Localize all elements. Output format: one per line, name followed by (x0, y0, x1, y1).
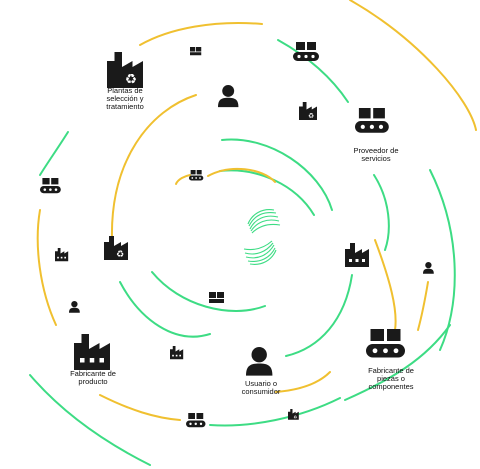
arc-outer-green-bottomleft (29, 374, 151, 466)
conveyor-icon (40, 178, 61, 194)
arc-inner-green-top (219, 169, 315, 216)
factory-icon (345, 243, 369, 267)
arc-outer-green-bottom (209, 397, 341, 427)
arc-outer-yellow-right2 (417, 281, 429, 331)
svg-text:♻: ♻ (293, 414, 297, 419)
recycling-factory-icon: ♻ (299, 102, 317, 120)
person-icon (69, 301, 80, 313)
person-icon (218, 85, 239, 108)
arc-outer-green-left (39, 131, 69, 176)
arc-outer-yellow-left (36, 209, 57, 326)
arc-outer-green-top (277, 39, 349, 103)
conveyor-icon (186, 413, 206, 428)
box-icon (190, 47, 202, 56)
recycling-factory-icon: ♻ (288, 409, 299, 420)
circular-logo-icon (243, 209, 281, 265)
person-icon (246, 347, 273, 376)
cycle-arcs (29, 0, 477, 466)
arc-inner-green-bottom (151, 271, 266, 312)
factory-icon (55, 248, 69, 262)
recycling-factory-icon: ♻ (104, 236, 128, 260)
svg-text:♻: ♻ (125, 72, 137, 88)
box-icon (209, 292, 224, 303)
arc-inner-yellow-left (175, 174, 191, 185)
conveyor-icon (355, 108, 389, 133)
factory-icon (74, 334, 110, 370)
svg-text:♻: ♻ (116, 250, 124, 260)
arc-mid-green-right (285, 274, 353, 357)
arc-outer-green-bottomright (344, 324, 451, 401)
arc-outer-green-far-right (429, 169, 456, 351)
conveyor-icon (366, 329, 405, 358)
svg-text:♻: ♻ (308, 112, 314, 120)
person-icon (423, 262, 434, 274)
arc-outer-yellow-far-right (349, 0, 477, 131)
arc-mid-green-left (119, 281, 211, 338)
conveyor-icon (189, 170, 204, 181)
arc-mid-green-top (221, 138, 333, 211)
arc-mid-yellow-right (373, 174, 390, 251)
arc-outer-yellow-bottomleft (99, 394, 181, 421)
label-usuario: Usuario o consumidor (241, 379, 281, 396)
factory-icon (170, 346, 184, 360)
arc-mid-yellow-bottom (275, 371, 331, 393)
label-fabricante-producto: Fabricante de producto (70, 369, 116, 386)
label-plantas: Plantas de selección y tratamiento (106, 86, 144, 111)
label-fabricante-piezas: Fabricante de piezas o componentes (368, 366, 414, 391)
arc-mid-yellow-left (110, 94, 197, 241)
arc-outer-yellow-right (374, 239, 397, 331)
arc-outer-yellow-top (139, 21, 263, 46)
recycling-factory-icon: ♻ (107, 52, 143, 88)
label-proveedor: Proveedor de servicios (353, 146, 399, 163)
arc-inner-yellow-right (207, 167, 276, 183)
